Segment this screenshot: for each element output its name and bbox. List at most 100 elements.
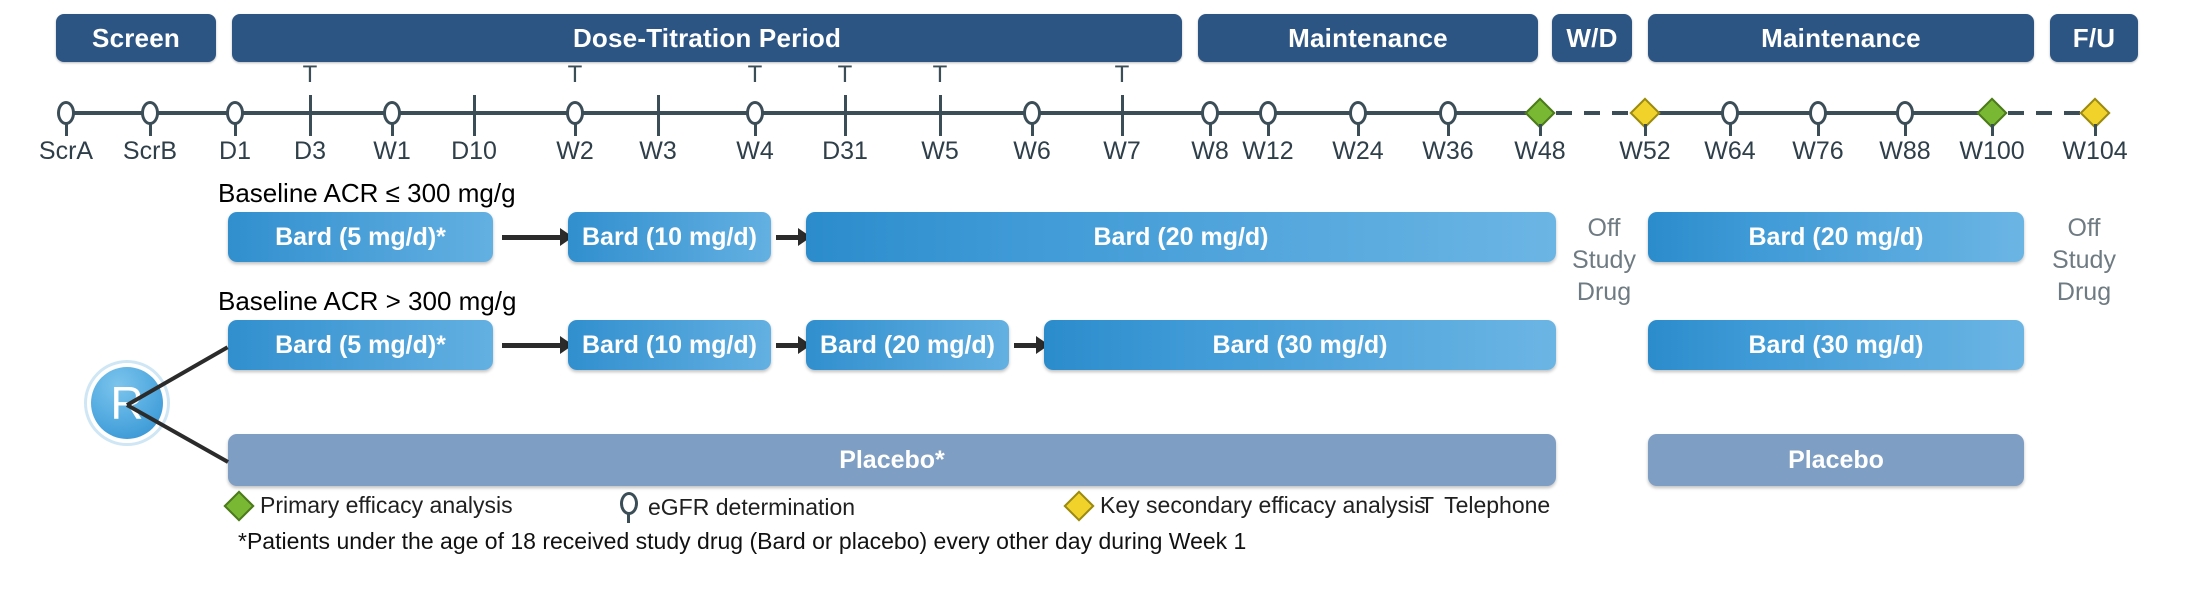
- arrow-low-1-line: [502, 235, 560, 240]
- timeline-marker-stem: [2094, 124, 2097, 136]
- phase-label: W/D: [1566, 22, 1618, 53]
- legend-label: Key secondary efficacy analysis: [1100, 492, 1426, 518]
- arrow-low-2-line: [776, 235, 798, 240]
- timeline-tick-label: W12: [1242, 137, 1294, 165]
- timeline-marker-tick: [939, 95, 942, 136]
- phase-screen[interactable]: Screen: [56, 14, 216, 62]
- timeline-tick-label: W2: [556, 137, 594, 165]
- timeline-marker-tick: [1121, 95, 1124, 136]
- arrow-high-3-line: [1014, 343, 1036, 348]
- timeline-tick-label: W24: [1332, 137, 1384, 165]
- timeline-marker-egfr: [1201, 101, 1219, 125]
- timeline-tick-label: D31: [822, 137, 868, 165]
- timeline-marker-egfr: [226, 101, 244, 125]
- timeline-marker-stem: [1904, 123, 1907, 136]
- timeline-marker-egfr: [1896, 101, 1914, 125]
- timeline-marker-egfr: [1023, 101, 1041, 125]
- arm-placebo-maintenance-2[interactable]: Placebo: [1648, 434, 2024, 486]
- bar-label: Bard (30 mg/d): [1212, 330, 1388, 359]
- timeline-marker-egfr: [141, 101, 159, 125]
- timeline-axis-segment-1: [58, 111, 1550, 115]
- bar-label: Bard (20 mg/d): [1093, 222, 1269, 251]
- bar-label: Bard (10 mg/d): [581, 330, 758, 359]
- timeline-marker-egfr: [383, 101, 401, 125]
- timeline-tick-label: W6: [1013, 137, 1051, 165]
- off-study-drug-line: Off: [1587, 214, 1621, 242]
- arm-placebo[interactable]: Placebo*: [228, 434, 1556, 486]
- timeline-marker-stem: [754, 123, 757, 136]
- off-study-drug-line: Drug: [2056, 278, 2112, 306]
- timeline-marker-egfr: [1259, 101, 1277, 125]
- arm-low-step-1[interactable]: Bard (5 mg/d)*: [228, 212, 493, 262]
- bar-label: Placebo*: [839, 445, 945, 474]
- timeline-marker-stem: [149, 123, 152, 136]
- bar-label: Bard (30 mg/d): [1748, 330, 1924, 359]
- bar-label: Placebo: [1788, 445, 1884, 474]
- timeline-telephone-marker: T: [567, 61, 583, 88]
- timeline-marker-stem: [65, 123, 68, 136]
- timeline-marker-stem: [1991, 124, 1994, 136]
- arm-high-step-4[interactable]: Bard (30 mg/d): [1044, 320, 1556, 370]
- timeline-telephone-marker: T: [1114, 61, 1130, 88]
- timeline-marker-stem: [1447, 123, 1450, 136]
- timeline-tick-label: W8: [1191, 137, 1229, 165]
- bar-label: Bard (20 mg/d): [819, 330, 996, 359]
- legend-item: Primary efficacy analysis: [223, 489, 513, 522]
- timeline-tick-label: W5: [921, 137, 959, 165]
- timeline-marker-stem: [1031, 123, 1034, 136]
- caption-baseline-acr-high: Baseline ACR > 300 mg/g: [218, 286, 517, 316]
- arm-low-maintenance-2[interactable]: Bard (20 mg/d): [1648, 212, 2024, 262]
- timeline-marker-egfr: [1809, 101, 1827, 125]
- timeline-axis-dashed-2: [2008, 111, 2090, 115]
- timeline-tick-label: W4: [736, 137, 774, 165]
- legend-secondary-analysis-icon: [1063, 489, 1095, 522]
- arm-high-step-2[interactable]: Bard (10 mg/d): [568, 320, 771, 370]
- arm-low-step-2[interactable]: Bard (10 mg/d): [568, 212, 771, 262]
- timeline-tick-label: W100: [1959, 137, 2025, 165]
- legend-label: eGFR determination: [648, 493, 856, 520]
- timeline-marker-egfr: [566, 101, 584, 125]
- timeline-marker-stem: [1267, 123, 1270, 136]
- phase-follow-up[interactable]: F/U: [2050, 14, 2138, 62]
- arm-high-step-1[interactable]: Bard (5 mg/d)*: [228, 320, 493, 370]
- off-study-drug-line: Study: [2052, 246, 2116, 274]
- phase-dose-titration[interactable]: Dose-Titration Period: [232, 14, 1182, 62]
- timeline-marker-egfr: [57, 101, 75, 125]
- timeline-marker-stem: [1729, 123, 1732, 136]
- arm-high-maintenance-2[interactable]: Bard (30 mg/d): [1648, 320, 2024, 370]
- timeline-marker-egfr: [1439, 101, 1457, 125]
- timeline-tick-label: W76: [1792, 137, 1844, 165]
- legend-item: Key secondary efficacy analysis: [1063, 489, 1426, 522]
- bar-label: Bard (10 mg/d): [581, 222, 758, 251]
- phase-label: Screen: [92, 22, 180, 53]
- timeline-telephone-marker: T: [932, 61, 948, 88]
- arm-high-step-3[interactable]: Bard (20 mg/d): [806, 320, 1009, 370]
- arm-low-step-3[interactable]: Bard (20 mg/d): [806, 212, 1556, 262]
- timeline-marker-tick: [473, 95, 476, 136]
- off-study-drug-line: Drug: [1576, 278, 1632, 306]
- timeline-tick-label: W36: [1422, 137, 1474, 165]
- timeline-marker-tick: [657, 95, 660, 136]
- legend-item: eGFR determination: [620, 492, 856, 523]
- timeline-tick-label: D10: [451, 137, 497, 165]
- phase-label: F/U: [2072, 22, 2116, 53]
- timeline-tick-label: W48: [1514, 137, 1566, 165]
- off-study-drug-line: Study: [1572, 246, 1636, 274]
- legend-primary-analysis-icon: [223, 489, 255, 522]
- phase-maintenance-2[interactable]: Maintenance: [1648, 14, 2034, 62]
- timeline-marker-egfr: [1349, 101, 1367, 125]
- legend-label: Telephone: [1444, 492, 1551, 518]
- timeline-marker-tick: [844, 95, 847, 136]
- timeline-tick-label: W88: [1879, 137, 1931, 165]
- timeline-marker-tick: [309, 95, 312, 136]
- timeline-marker-stem: [1644, 124, 1647, 136]
- timeline-marker-stem: [1817, 123, 1820, 136]
- arrow-high-2-line: [776, 343, 798, 348]
- timeline-telephone-marker: T: [747, 61, 763, 88]
- phase-withdrawal[interactable]: W/D: [1552, 14, 1632, 62]
- bar-label: Bard (5 mg/d)*: [275, 222, 446, 251]
- phase-maintenance-1[interactable]: Maintenance: [1198, 14, 1538, 62]
- timeline-tick-label: ScrA: [38, 137, 94, 165]
